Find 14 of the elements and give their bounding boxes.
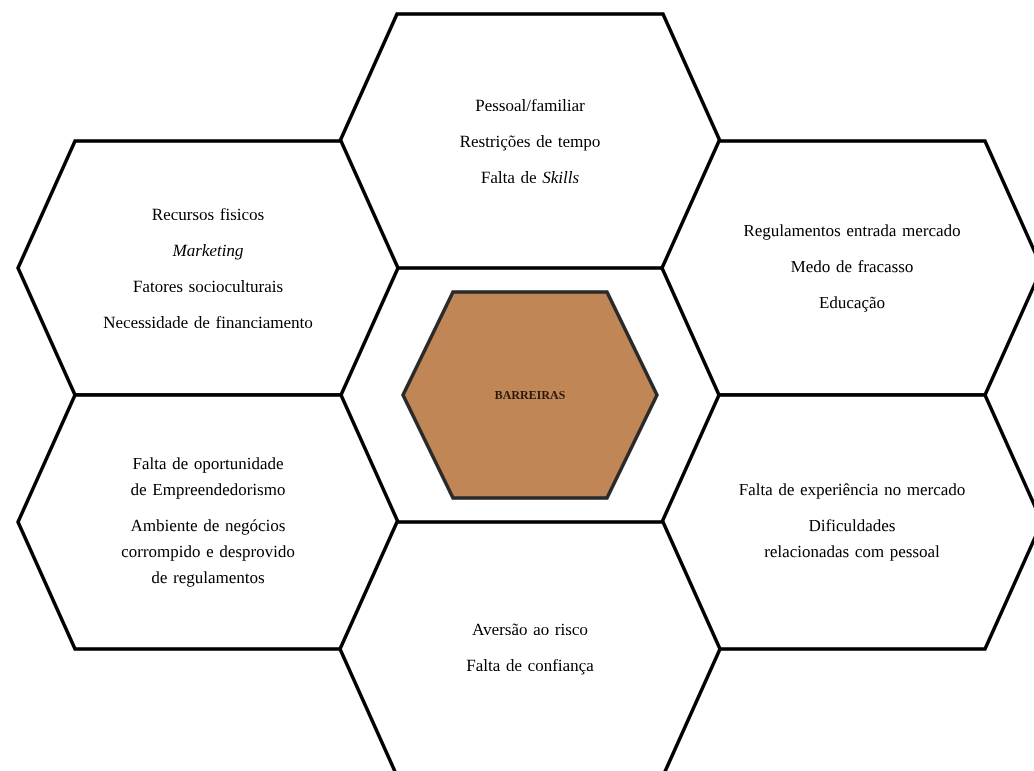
hexagon: Falta de oportunidade de Empreendedorismo Ambiente de negócios corrompido e desprovido de regulamentos [16, 393, 400, 651]
node-label: Medo de fracasso [791, 260, 913, 273]
hexagon: Recursos fisicos Marketing Fatores socioculturais Necessidade de financiamento [16, 139, 400, 397]
node-label: Falta de confiança [466, 658, 594, 675]
core-hexagon: BARREIRAS [401, 290, 659, 500]
node-label: Aversão ao risco [472, 623, 588, 636]
hexagon: Pessoal/familiar Restrições de tempo Falta de Skills [338, 12, 722, 270]
node-label: Dificuldades relacionadas com pessoal [764, 519, 940, 561]
node-label: Regulamentos entrada mercado [743, 224, 960, 240]
node-label: Educação [819, 296, 885, 312]
hexagon: Falta de experiência no mercado Dificuldades relacionadas com pessoal [660, 393, 1034, 651]
hexagon: Aversão ao risco Falta de confiança [338, 520, 722, 771]
hexagon: Regulamentos entrada mercado Medo de fracasso Educação [660, 139, 1034, 397]
node-label: Falta de experiência no mercado [739, 483, 965, 499]
